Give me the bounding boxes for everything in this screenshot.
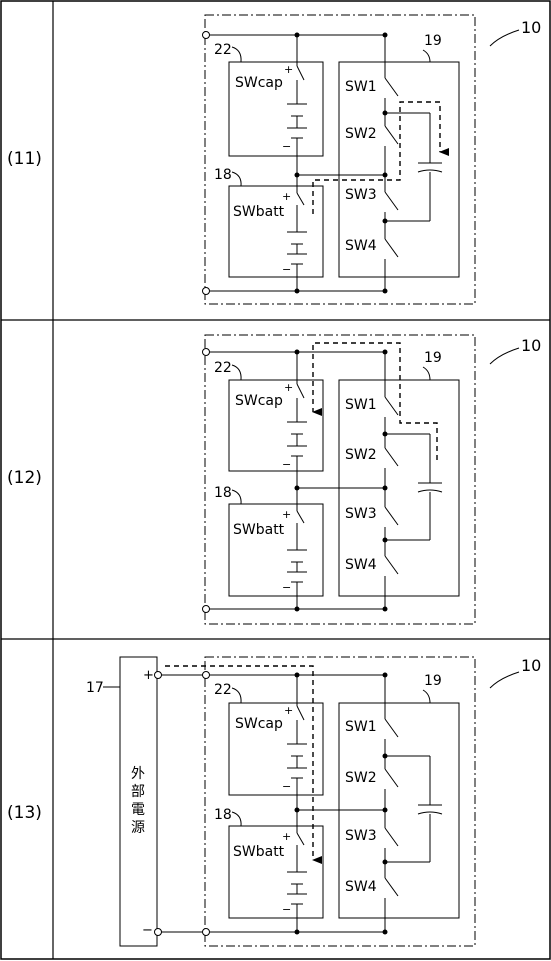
plus-sign: + xyxy=(284,63,293,76)
sw1-label: SW1 xyxy=(345,79,377,95)
junctions xyxy=(294,349,388,612)
panel-12: (12) 10 22 SWcap + − 18 SWbatt + − 19 SW… xyxy=(7,334,541,625)
svg-text:10: 10 xyxy=(521,336,541,355)
terminal-minus xyxy=(202,928,210,936)
terminal-plus xyxy=(202,31,210,39)
svg-text:SW1: SW1 xyxy=(345,719,377,735)
svg-text:22: 22 xyxy=(214,682,232,698)
svg-text:18: 18 xyxy=(214,485,232,501)
row-label-12: (12) xyxy=(7,468,42,488)
battery-block-18 xyxy=(228,825,324,919)
svg-text:18: 18 xyxy=(214,807,232,823)
swbatt-label: SWbatt xyxy=(233,204,285,220)
terminal-plus xyxy=(202,671,210,679)
sw4-label: SW4 xyxy=(345,238,377,254)
wiring xyxy=(209,34,449,292)
swcap-label: SWcap xyxy=(235,75,283,91)
sw3-label: SW3 xyxy=(345,187,377,203)
battery-block-18 xyxy=(228,185,324,278)
external-terminal-plus xyxy=(154,671,162,679)
unit-10-boundary xyxy=(204,334,476,625)
junctions xyxy=(294,32,388,294)
svg-text:電: 電 xyxy=(131,802,145,818)
svg-text:22: 22 xyxy=(214,360,232,376)
svg-text:SW1: SW1 xyxy=(345,397,377,413)
svg-text:SW4: SW4 xyxy=(345,557,377,573)
junctions xyxy=(294,672,388,935)
external-ref: 17 xyxy=(86,680,104,696)
svg-text:SW2: SW2 xyxy=(345,770,377,786)
svg-text:源: 源 xyxy=(131,820,145,836)
svg-text:+: + xyxy=(282,508,291,521)
battery-block-18 xyxy=(228,503,324,597)
capacitor-block-22 xyxy=(228,379,324,472)
unit-10-boundary xyxy=(204,14,476,305)
svg-text:10: 10 xyxy=(521,656,541,675)
svg-text:+: + xyxy=(282,190,291,203)
batt-block-ref: 18 xyxy=(214,167,232,183)
capacitor-block-22 xyxy=(228,61,324,157)
svg-text:−: − xyxy=(282,780,291,793)
svg-text:−: − xyxy=(282,263,291,276)
row-label-13: (13) xyxy=(7,803,42,823)
svg-text:SWbatt: SWbatt xyxy=(233,522,285,538)
terminal-minus xyxy=(202,605,210,613)
svg-text:SWcap: SWcap xyxy=(235,716,283,732)
wiring xyxy=(157,665,443,933)
svg-text:19: 19 xyxy=(424,673,442,689)
external-plus: + xyxy=(143,668,154,683)
unit-10-boundary xyxy=(204,656,476,947)
switch-block-ref: 19 xyxy=(424,33,442,49)
unit-ref-leader xyxy=(489,29,520,47)
svg-text:+: + xyxy=(284,381,293,394)
svg-text:19: 19 xyxy=(424,350,442,366)
row-label-11: (11) xyxy=(7,149,42,169)
svg-text:SWcap: SWcap xyxy=(235,393,283,409)
svg-text:SW3: SW3 xyxy=(345,828,377,844)
panel-13: (13) 10 17 外 部 電 源 + − 22 SWcap + − 18 S… xyxy=(7,656,541,947)
external-terminal-minus xyxy=(154,928,162,936)
cap-block-ref: 22 xyxy=(214,42,232,58)
svg-text:SWbatt: SWbatt xyxy=(233,844,285,860)
svg-text:SW2: SW2 xyxy=(345,447,377,463)
external-power-supply-17 xyxy=(119,656,158,947)
svg-text:+: + xyxy=(282,830,291,843)
external-minus: − xyxy=(142,923,153,938)
wiring xyxy=(209,342,443,610)
svg-text:SW3: SW3 xyxy=(345,506,377,522)
svg-text:+: + xyxy=(284,704,293,717)
svg-text:−: − xyxy=(282,903,291,916)
minus-sign: − xyxy=(282,140,291,153)
external-power-label: 外 部 電 源 xyxy=(131,766,145,836)
svg-text:−: − xyxy=(282,458,291,471)
svg-text:SW4: SW4 xyxy=(345,879,377,895)
svg-text:部: 部 xyxy=(131,784,145,800)
capacitor-block-22 xyxy=(228,702,324,796)
panel-11: (11) 10 22 SWcap + − 18 SWbatt + − 19 SW… xyxy=(7,14,541,305)
terminal-minus xyxy=(202,287,210,295)
svg-text:−: − xyxy=(282,581,291,594)
unit-ref-10: 10 xyxy=(521,18,541,37)
svg-text:外: 外 xyxy=(131,766,145,782)
sw2-label: SW2 xyxy=(345,126,377,142)
switch-block-19 xyxy=(338,61,460,278)
terminal-plus xyxy=(202,348,210,356)
